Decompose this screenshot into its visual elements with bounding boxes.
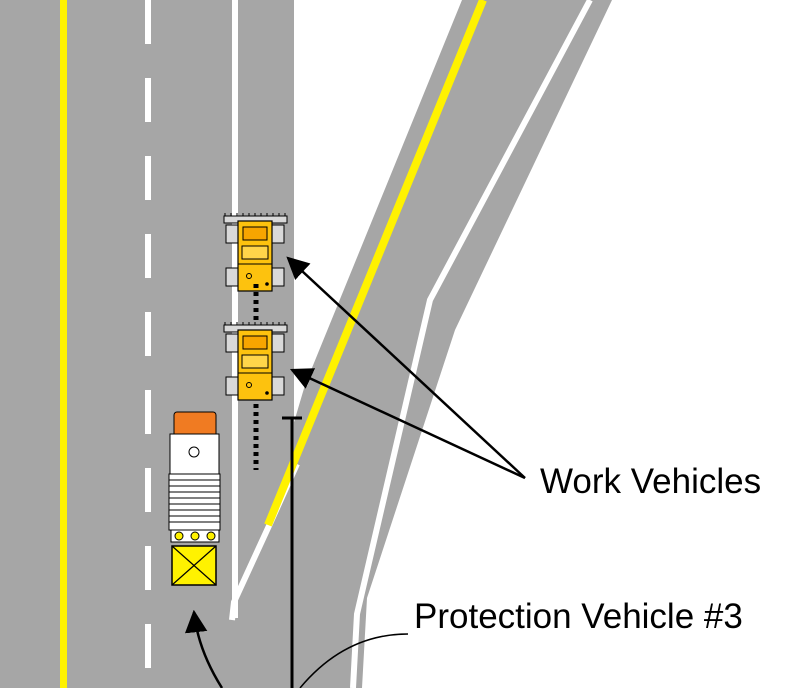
ramp-yellow-line [264,0,487,527]
protection-vehicle-arrow [184,609,224,688]
buffer-length-marker [282,416,302,688]
work-vehicle-arrow-2 [289,368,526,480]
work-vehicle-arrow-1 [286,256,526,479]
protection-vehicle [168,411,221,586]
ramp-roadway [240,0,612,688]
protection-leader-line [299,633,409,688]
work-vehicles-label: Work Vehicles [540,462,761,501]
yellow-center-line [60,0,67,688]
ramp-white-edge-line [350,0,593,688]
protection-vehicle-label: Protection Vehicle #3 [414,597,743,636]
